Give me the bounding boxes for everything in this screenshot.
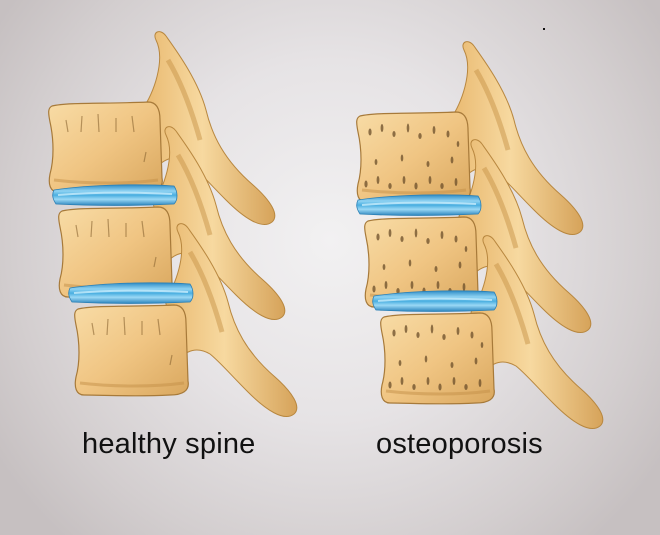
healthy-spine-figure xyxy=(47,32,297,417)
speck-mark xyxy=(543,28,545,30)
osteoporosis-spine-figure xyxy=(355,42,603,429)
healthy-spine-label: healthy spine xyxy=(82,428,256,460)
osteoporosis-label: osteoporosis xyxy=(376,428,543,460)
